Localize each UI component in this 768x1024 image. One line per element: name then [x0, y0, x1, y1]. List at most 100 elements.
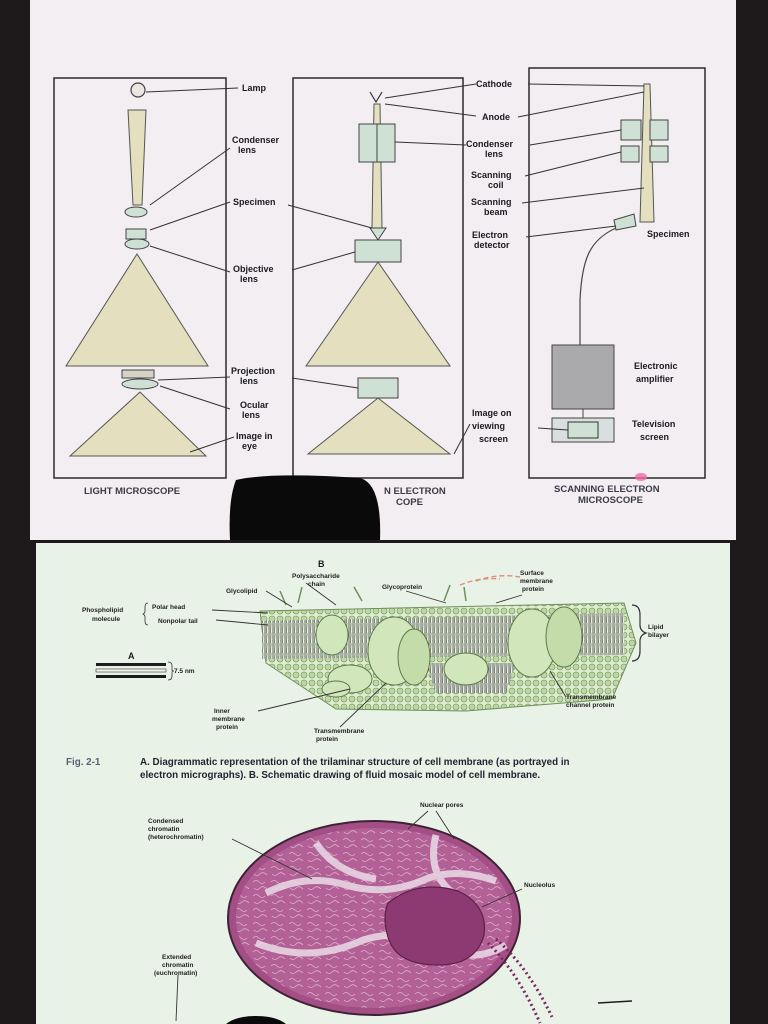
panel-b-label: B	[318, 559, 325, 569]
scanning-coil-label-2: coil	[488, 180, 504, 190]
condenser-label-2: lens	[238, 145, 256, 155]
membrane-leader-lines	[211, 582, 567, 728]
projection-label-2: lens	[240, 376, 258, 386]
extended-chromatin-label-2: chromatin	[162, 962, 193, 969]
sem-amplifier-box	[551, 344, 615, 410]
microscope-comparison-photo: Lamp Condenser lens Specimen Objective l…	[30, 0, 736, 540]
phospholipid-label-2: molecule	[92, 616, 121, 623]
glyco-chains	[279, 584, 467, 606]
glycolipid-label: Glycolipid	[226, 588, 257, 595]
image-in-eye-label: Image in	[236, 431, 273, 441]
thickness-label: 7.5 nm	[174, 668, 195, 675]
sem-specimen-label: Specimen	[647, 229, 690, 239]
electronic-amplifier-label-2: amplifier	[636, 374, 674, 384]
objective-label: Objective	[233, 264, 274, 274]
condenser-lens-light	[124, 206, 148, 218]
objective-label-2: lens	[240, 274, 258, 284]
transmembrane-label-2: protein	[316, 736, 338, 743]
tem-leader-lines	[287, 204, 471, 455]
tem-beam-triangle	[305, 261, 451, 367]
condensed-chromatin-label-2: chromatin	[148, 826, 179, 833]
light-microscope-frame	[53, 77, 227, 479]
finger-occlusion-bottom	[226, 1016, 286, 1024]
projection-label: Projection	[231, 366, 275, 376]
stray-mark	[597, 1000, 633, 1004]
channel-protein-label-2: channel protein	[566, 702, 614, 709]
sem-caption-1: SCANNING ELECTRON	[554, 484, 660, 495]
image-on-screen-label-3: screen	[479, 434, 508, 444]
polysaccharide-label-2: chain	[308, 581, 325, 588]
sem-condenser-label: Condenser	[466, 139, 514, 149]
lipid-bilayer-label-2: bilayer	[648, 632, 669, 639]
scanning-beam-label-2: beam	[484, 207, 508, 217]
lipid-bilayer-label: Lipid	[648, 624, 664, 631]
sem-frame	[528, 67, 706, 479]
surface-protein-label: Surface	[520, 570, 544, 577]
projection-lens-light	[121, 369, 155, 379]
image-in-eye-label-2: eye	[242, 441, 257, 451]
sem-detector	[613, 213, 637, 231]
ocular-lens-light	[121, 378, 159, 390]
ocular-label-2: lens	[242, 410, 260, 420]
rough-er	[486, 937, 554, 1024]
finger-occlusion	[229, 475, 381, 540]
microscope-diagram: Lamp Condenser lens Specimen Objective l…	[53, 67, 706, 540]
protein-1	[315, 614, 349, 656]
trilaminar-middle	[95, 668, 167, 673]
lamp-bulb	[130, 82, 146, 98]
condenser-label: Condenser	[232, 135, 280, 145]
nuclear-pores-label: Nuclear pores	[420, 802, 464, 809]
figure-number: Fig. 2-1	[66, 757, 101, 768]
phospholipid-label: Phospholipid	[82, 607, 123, 614]
electronic-amplifier-label: Electronic	[634, 361, 678, 371]
lipid-bilayer-brace	[631, 604, 648, 662]
sem-condenser-label-2: lens	[485, 149, 503, 159]
television-screen-label: Television	[632, 419, 675, 429]
electron-detector-label-2: detector	[474, 240, 510, 250]
sem-coil-left-1	[620, 119, 642, 141]
inner-protein-2	[443, 652, 489, 686]
condensed-chromatin-label-3: (heterochromatin)	[148, 834, 204, 841]
light-microscope-caption: LIGHT MICROSCOPE	[84, 486, 180, 497]
condensed-chromatin-label: Condensed	[148, 818, 183, 825]
figure-caption-2: electron micrographs). B. Schematic draw…	[140, 770, 540, 781]
cathode-label: Cathode	[476, 79, 512, 89]
nucleus-leader-lines	[175, 810, 523, 1022]
cell-membrane-photo: B Polysaccharide chain Glycolipid Glycop…	[36, 543, 730, 1024]
inner-protein-label: Inner	[214, 708, 230, 715]
sem-beam	[639, 83, 655, 223]
light-beam-upper	[127, 109, 147, 206]
extended-chromatin-label: Extended	[162, 954, 191, 961]
inner-protein-label-3: protein	[216, 724, 238, 731]
trilaminar-inner	[96, 675, 166, 678]
specimen-slide-light	[125, 228, 147, 240]
inner-protein-label-2: membrane	[212, 716, 245, 723]
nucleolus-label: Nucleolus	[524, 882, 555, 889]
light-leader-lines	[145, 87, 239, 453]
sem-leader-lines	[384, 83, 645, 431]
channel-protein-label: Transmembrane	[566, 694, 617, 701]
television-screen-label-2: screen	[640, 432, 669, 442]
nucleolus	[384, 886, 486, 966]
sem-tv-screen-inner	[567, 421, 599, 439]
nonpolar-tail-label: Nonpolar tail	[158, 618, 198, 625]
polysaccharide-label: Polysaccharide	[292, 573, 340, 580]
sem-coil-right-1	[649, 119, 669, 141]
lamp-label: Lamp	[242, 83, 267, 93]
tem-cathode	[369, 91, 383, 104]
trilaminar-brace	[167, 661, 175, 681]
figure-caption-1: A. Diagrammatic representation of the tr…	[140, 757, 570, 768]
ocular-label: Ocular	[240, 400, 269, 410]
channel-protein-right	[545, 606, 583, 668]
tem-beam-upper	[371, 103, 383, 229]
light-image-triangle	[68, 391, 208, 457]
sem-coil-right-2	[649, 145, 669, 163]
transmembrane-protein-side	[397, 628, 431, 686]
panel-a-label: A	[128, 651, 135, 661]
scanning-coil-label: Scanning	[471, 170, 512, 180]
trilaminar-outer	[96, 663, 166, 666]
tem-image-triangle	[306, 397, 452, 455]
tem-specimen	[369, 227, 387, 241]
sem-cable	[579, 227, 617, 345]
tem-caption-2: COPE	[396, 497, 423, 508]
